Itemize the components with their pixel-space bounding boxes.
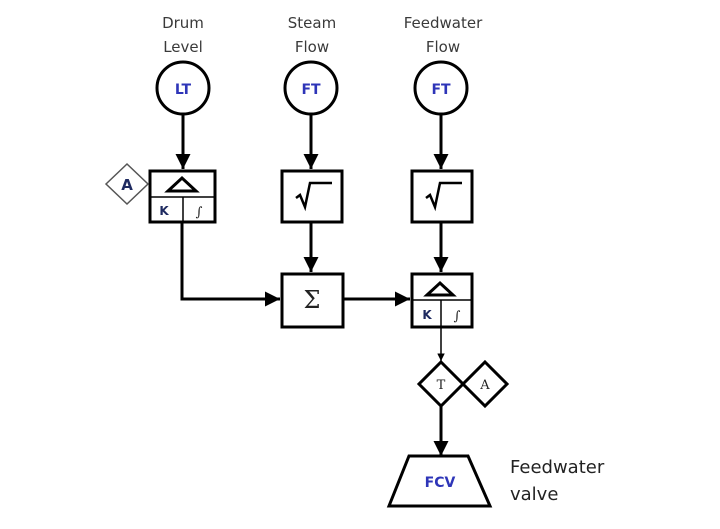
input-steam-flow: Steam Flow FT — [283, 14, 339, 116]
input-drum-level: Drum Level LT — [155, 14, 211, 116]
feedwater-flow-transmitter-tag: FT — [431, 82, 451, 98]
delta-icon — [423, 280, 457, 297]
transfer-label: T — [437, 378, 446, 393]
square-root-icon — [295, 181, 332, 212]
setpoint-label: A — [121, 176, 133, 194]
flow-controller-integral: ∫ — [454, 309, 461, 324]
delta-icon — [164, 175, 200, 193]
drum-level-label-1: Drum — [162, 14, 204, 32]
feedwater-flow-controller[interactable]: K ∫ — [410, 272, 474, 329]
steam-flow-transmitter-tag: FT — [301, 82, 321, 98]
feedwater-control-valve[interactable]: FCV — [386, 454, 493, 508]
valve-label-1: Feedwater — [510, 457, 605, 478]
valve-tag: FCV — [425, 475, 456, 491]
steam-sqrt-block[interactable] — [280, 169, 344, 224]
valve-shape — [386, 454, 493, 508]
feedwater-sqrt-block[interactable] — [410, 169, 474, 224]
drum-level-label-2: Level — [163, 38, 203, 56]
transfer-station[interactable]: T A — [416, 359, 510, 409]
steam-flow-label-1: Steam — [288, 14, 336, 32]
flow-controller-k: K — [422, 308, 432, 322]
summer-symbol: Σ — [304, 286, 321, 314]
setpoint-diamond[interactable]: A — [104, 162, 150, 206]
drum-level-controller[interactable]: K ∫ — [148, 169, 217, 224]
feedwater-flow-label-1: Feedwater — [404, 14, 483, 32]
setpoint-diamond-shape — [104, 162, 150, 206]
feedwater-flow-label-2: Flow — [426, 38, 460, 56]
input-feedwater-flow: Feedwater Flow FT — [404, 14, 483, 116]
summer-block[interactable]: Σ — [280, 272, 345, 329]
level-transmitter-tag: LT — [175, 82, 192, 98]
level-to-sum-arrow — [180, 222, 280, 307]
auto-diamond — [460, 359, 510, 409]
steam-flow-label-2: Flow — [295, 38, 329, 56]
steam-sqrt-box — [280, 169, 344, 224]
summer-box — [280, 272, 345, 329]
auto-label: A — [479, 378, 490, 393]
valve-label-2: valve — [510, 484, 558, 505]
drum-controller-k: K — [159, 204, 169, 218]
drum-controller-integral: ∫ — [196, 205, 203, 220]
square-root-icon — [425, 181, 462, 212]
feedwater-sqrt-box — [410, 169, 474, 224]
